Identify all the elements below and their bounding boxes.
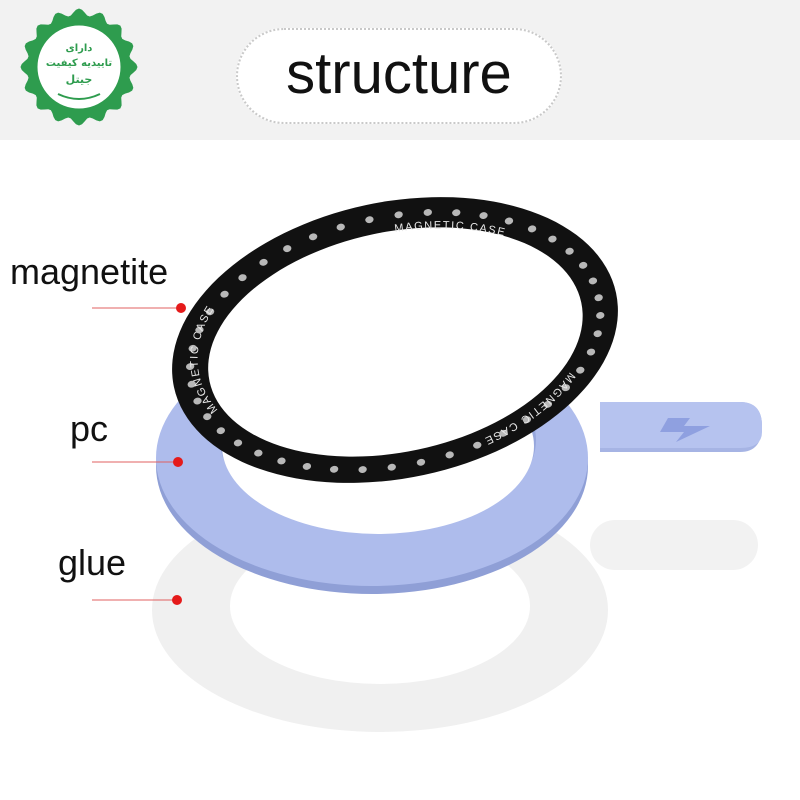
badge-line-2: تاییدیه کیفیت [45, 58, 113, 69]
magnet-dot [203, 413, 212, 421]
magnet-dot [283, 245, 292, 253]
magnet-dot [302, 462, 312, 470]
label-glue: glue [58, 542, 127, 583]
magnet-dot [588, 277, 598, 285]
magnet-dot [561, 384, 571, 392]
badge-line-1: دارای [65, 43, 93, 54]
magnet-dot [365, 216, 374, 224]
magnet-dot [205, 308, 215, 316]
magnet-dot [329, 465, 339, 473]
magnet-dot [473, 441, 482, 449]
magnet-dot [576, 366, 585, 374]
quality-badge: دارای تاییدیه کیفیت جیتل [18, 6, 140, 128]
magnet-dot [504, 217, 514, 225]
magnet-dot [308, 233, 318, 241]
magnet-dot [548, 235, 557, 243]
magnet-dot [195, 326, 204, 334]
magnet-dot [543, 400, 553, 408]
magnet-dot [594, 294, 603, 302]
magnetite-layer [172, 197, 618, 483]
magnet-dot [358, 466, 367, 473]
certified-quality-badge-icon [20, 8, 138, 126]
magnet-dot [593, 330, 602, 338]
pointer-magnetite [92, 303, 186, 313]
magnet-dot [394, 211, 403, 219]
label-magnetite: magnetite [10, 251, 169, 292]
magnet-dot [187, 380, 196, 388]
magnet-dot [233, 439, 243, 447]
badge-line-3: جیتل [65, 73, 93, 86]
magnet-dot [238, 274, 247, 282]
title-pill: structure [236, 28, 562, 124]
magnet-dot [188, 344, 197, 352]
magnet-dot [193, 397, 202, 405]
magnet-dot [522, 416, 532, 424]
magnet-dot [527, 225, 537, 233]
magnet-dot [387, 463, 396, 471]
pointer-glue [92, 595, 182, 605]
magnet-dot [336, 223, 345, 231]
magnet-dot [578, 261, 588, 269]
magnet-dot [216, 427, 226, 435]
magnet-dot [416, 458, 426, 466]
magnet-dot [423, 208, 432, 216]
magnet-dot [254, 449, 263, 457]
magnet-dot [259, 258, 268, 266]
pointer-pc [92, 457, 183, 467]
page-title: structure [286, 41, 512, 106]
magnet-dot [479, 212, 488, 219]
lightning-bolt-icon [660, 418, 710, 442]
magnet-dot [499, 429, 508, 437]
magnet-dot [452, 209, 461, 217]
magnet-dot [445, 451, 454, 459]
magnet-dot [596, 311, 605, 319]
magnet-dot [565, 247, 574, 255]
magnet-dot [586, 348, 596, 356]
magnet-dot [277, 457, 286, 465]
magnet-dot [220, 290, 229, 298]
magnet-dot [185, 363, 195, 370]
label-pc: pc [70, 408, 109, 449]
